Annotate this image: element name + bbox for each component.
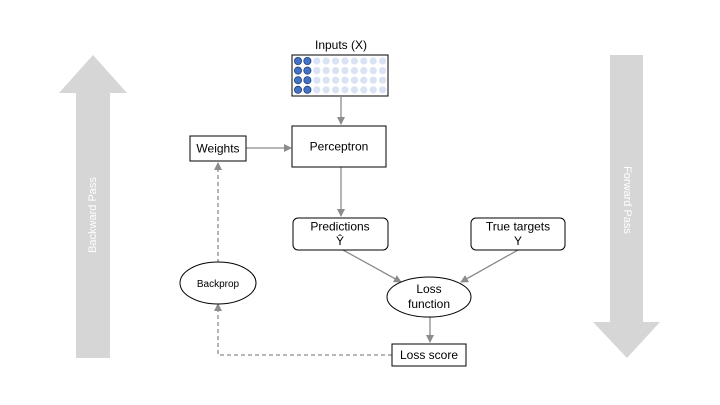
backward-pass-arrow-shape	[59, 55, 127, 358]
loss-function-label-line2: function	[408, 297, 450, 311]
matrix-cell-filled	[293, 57, 302, 66]
edge-predictions-loss	[342, 249, 402, 283]
backward-pass-label: Backward Pass	[87, 177, 99, 253]
matrix-cell-filled	[303, 57, 312, 66]
matrix-cell-empty	[369, 86, 377, 94]
matrix-cell-empty	[360, 57, 368, 65]
predictions-node: Predictions Ŷ	[292, 217, 389, 251]
matrix-cell-filled	[293, 85, 302, 94]
matrix-cell-empty	[350, 76, 358, 84]
weights-label: Weights	[196, 142, 239, 156]
backprop-ellipse	[179, 261, 257, 305]
weights-node: Weights	[189, 135, 247, 162]
matrix-cell-empty	[350, 86, 358, 94]
forward-pass-arrow: Forward Pass	[593, 55, 660, 358]
loss-score-box	[391, 343, 467, 367]
matrix-cell-empty	[332, 86, 340, 94]
matrix-cell-empty	[379, 76, 387, 84]
weights-box	[189, 135, 247, 162]
predictions-box	[292, 217, 389, 251]
matrix-cell-empty	[322, 67, 330, 75]
matrix-cell-empty	[313, 67, 321, 75]
perceptron-box	[291, 125, 387, 168]
matrix-cell-empty	[332, 57, 340, 65]
matrix-cell-empty	[341, 76, 349, 84]
true-targets-node: True targets Y	[470, 217, 566, 251]
perceptron-label: Perceptron	[310, 140, 369, 154]
true-targets-label: True targets	[486, 220, 550, 234]
matrix-cell-empty	[369, 67, 377, 75]
matrix-cell-empty	[313, 57, 321, 65]
matrix-cell-empty	[313, 86, 321, 94]
matrix-cell-empty	[369, 76, 377, 84]
matrix-cell-empty	[379, 86, 387, 94]
matrix-cell-empty	[350, 67, 358, 75]
backward-pass-arrow: Backward Pass	[59, 55, 127, 358]
matrix-cell-empty	[360, 86, 368, 94]
matrix-cell-empty	[332, 67, 340, 75]
predictions-label: Predictions	[310, 220, 369, 234]
matrix-cell-empty	[379, 57, 387, 65]
inputs-label: Inputs (X)	[315, 38, 367, 52]
matrix-cell-empty	[350, 57, 358, 65]
true-targets-box	[470, 217, 566, 251]
edge-loss-score-backprop	[214, 303, 392, 356]
matrix-cell-empty	[322, 86, 330, 94]
inputs-matrix	[291, 54, 389, 97]
matrix-cell-filled	[293, 76, 302, 85]
loss-function-ellipse	[386, 276, 472, 318]
backprop-label: Backprop	[197, 279, 240, 290]
backprop-node: Backprop	[179, 261, 257, 305]
loss-function-node: Loss function	[386, 276, 472, 318]
matrix-cell-empty	[369, 57, 377, 65]
matrix-cell-empty	[360, 76, 368, 84]
matrix-cell-filled	[303, 66, 312, 75]
matrix-cell-filled	[293, 66, 302, 75]
matrix-cell-empty	[379, 67, 387, 75]
forward-pass-label: Forward Pass	[621, 166, 633, 234]
matrix-cell-empty	[322, 57, 330, 65]
matrix-cell-empty	[360, 67, 368, 75]
loss-function-label-line1: Loss	[416, 282, 441, 296]
matrix-cell-empty	[341, 67, 349, 75]
matrix-cell-filled	[303, 76, 312, 85]
matrix-cell-empty	[313, 76, 321, 84]
predictions-symbol: Ŷ	[336, 233, 344, 248]
forward-pass-arrow-shape	[593, 55, 660, 358]
true-targets-symbol: Y	[514, 234, 522, 248]
loss-score-label: Loss score	[400, 348, 458, 362]
matrix-cell-empty	[341, 86, 349, 94]
inputs-matrix-cells	[293, 57, 387, 94]
matrix-cell-empty	[341, 57, 349, 65]
matrix-cell-filled	[303, 85, 312, 94]
perceptron-node: Perceptron	[291, 125, 387, 168]
matrix-cell-empty	[332, 76, 340, 84]
loss-score-node: Loss score	[391, 343, 467, 367]
matrix-cell-empty	[322, 76, 330, 84]
edge-targets-loss	[460, 249, 519, 283]
